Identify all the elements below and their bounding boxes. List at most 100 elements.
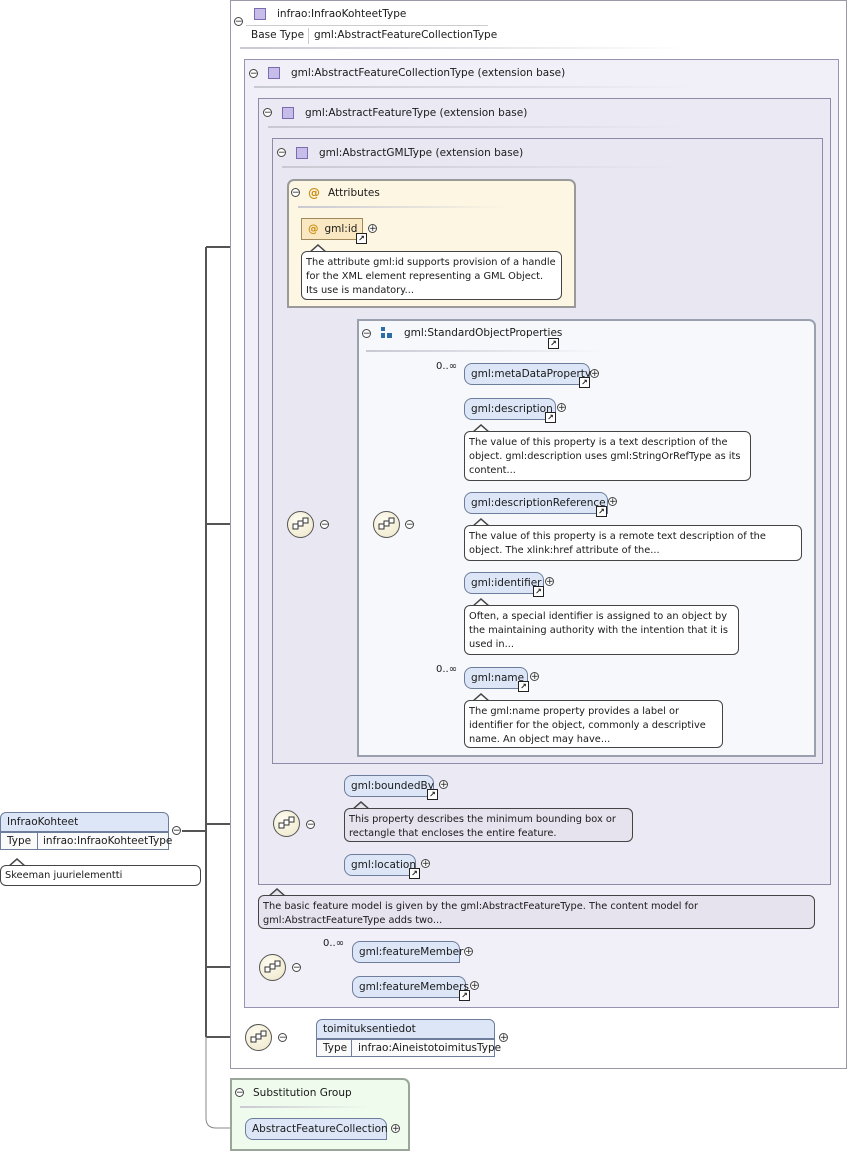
element-label: gml:featureMembers: [359, 981, 469, 993]
attribute-gml-id[interactable]: @ gml:id: [301, 218, 363, 240]
element-featuremembers[interactable]: gml:featureMembers: [352, 976, 469, 998]
element-toimituksentiedot[interactable]: toimituksentiedot: [316, 1019, 495, 1039]
element-label: gml:boundedBy: [351, 780, 434, 792]
collapse-root-icon[interactable]: −: [172, 826, 181, 836]
expand-icon[interactable]: +: [464, 947, 473, 957]
element-label: gml:featureMember: [359, 946, 464, 958]
element-identifier[interactable]: gml:identifier: [464, 572, 544, 594]
gml-id-doc: The attribute gml:id supports provision …: [301, 251, 562, 300]
element-label: gml:description: [471, 403, 553, 415]
collapse-attributes-icon[interactable]: −: [291, 188, 300, 198]
expand-icon[interactable]: +: [421, 859, 430, 869]
occurrence-label: 0..∞: [436, 664, 458, 675]
element-featuremember[interactable]: gml:featureMember: [352, 941, 464, 963]
expand-icon[interactable]: +: [530, 672, 539, 682]
boundedby-doc: This property describes the minimum boun…: [344, 808, 633, 842]
occurrence-label: 0..∞: [323, 938, 345, 949]
identifier-doc: Often, a special identifier is assigned …: [464, 605, 739, 655]
collapse-feature-sequence-icon[interactable]: −: [306, 820, 315, 830]
name-doc: The gml:name property provides a label o…: [464, 700, 723, 748]
type-name: infrao:InfraoKohteetType: [277, 8, 407, 20]
expand-icon[interactable]: +: [391, 1124, 400, 1134]
element-label: InfraoKohteet: [7, 816, 79, 828]
expand-icon[interactable]: +: [608, 497, 617, 507]
group-name: gml:StandardObjectProperties: [404, 327, 563, 339]
root-element-doc: Skeeman juurielementti: [0, 865, 201, 886]
collapse-group-sequence-icon[interactable]: −: [405, 520, 414, 530]
group-sequence-icon[interactable]: [373, 511, 400, 538]
link-icon[interactable]: ↗: [427, 789, 438, 800]
element-name[interactable]: gml:name: [464, 667, 528, 689]
ext2-title: gml:AbstractFeatureType (extension base): [305, 107, 528, 119]
expand-icon[interactable]: +: [368, 224, 377, 234]
ext1-type-icon: [268, 67, 280, 79]
link-icon[interactable]: ↗: [579, 377, 590, 388]
attributes-icon: @: [308, 186, 320, 200]
collapse-group-icon[interactable]: −: [362, 329, 371, 339]
element-descriptionreference[interactable]: gml:descriptionReference: [464, 492, 608, 514]
description-reference-doc: The value of this property is a remote t…: [464, 525, 802, 561]
complex-type-icon: [254, 8, 266, 20]
element-label: gml:identifier: [471, 577, 542, 589]
feature-type-doc: The basic feature model is given by the …: [258, 895, 815, 929]
element-label: toimituksentiedot: [323, 1023, 416, 1035]
link-icon[interactable]: ↗: [409, 868, 420, 879]
element-description[interactable]: gml:description: [464, 398, 556, 420]
expand-icon[interactable]: +: [499, 1033, 508, 1043]
description-doc: The value of this property is a text des…: [464, 431, 751, 481]
feature-sequence-icon[interactable]: [273, 810, 300, 837]
attributes-title: Attributes: [328, 187, 380, 199]
link-icon[interactable]: ↗: [533, 586, 544, 597]
expand-icon[interactable]: +: [470, 981, 479, 991]
expand-icon[interactable]: +: [557, 403, 566, 413]
collapse-toimitus-sequence-icon[interactable]: −: [278, 1033, 287, 1043]
element-label: gml:metaDataProperty: [471, 368, 592, 380]
element-abstractfeaturecollection[interactable]: AbstractFeatureCollection: [245, 1118, 388, 1140]
sequence-compositor-icon[interactable]: [287, 511, 314, 538]
base-type-label: Base Type: [251, 29, 305, 41]
collapse-type-icon[interactable]: −: [234, 17, 243, 27]
group-icon: [381, 327, 392, 338]
ext3-type-icon: [296, 147, 308, 159]
link-icon[interactable]: ↗: [356, 233, 367, 244]
expand-icon[interactable]: +: [545, 577, 554, 587]
element-label: gml:descriptionReference: [471, 497, 606, 509]
element-metadataproperty[interactable]: gml:metaDataProperty: [464, 363, 592, 385]
element-label: gml:location: [351, 859, 417, 871]
expand-icon[interactable]: +: [439, 780, 448, 790]
attribute-gml-id-label: gml:id: [324, 223, 358, 235]
root-element-infraokohteet[interactable]: InfraoKohteet: [0, 812, 169, 832]
group-link-icon[interactable]: ↗: [548, 338, 559, 349]
collapse-substitution-icon[interactable]: −: [235, 1088, 244, 1098]
occurrence-label: 0..∞: [436, 361, 458, 372]
link-icon[interactable]: ↗: [545, 412, 556, 423]
base-type-box: Base Type gml:AbstractFeatureCollectionT…: [246, 25, 497, 44]
root-type-value: infrao:InfraoKohteetType: [43, 835, 173, 847]
collapse-sequence-icon[interactable]: −: [320, 520, 329, 530]
link-icon[interactable]: ↗: [459, 990, 470, 1001]
ext2-type-icon: [282, 107, 294, 119]
toimitus-sequence-icon[interactable]: [245, 1024, 272, 1051]
base-type-value: gml:AbstractFeatureCollectionType: [314, 29, 498, 41]
attribute-icon: @: [308, 223, 319, 235]
ext1-title: gml:AbstractFeatureCollectionType (exten…: [291, 67, 566, 79]
expand-icon[interactable]: +: [590, 369, 599, 379]
collapse-collection-sequence-icon[interactable]: −: [292, 963, 301, 973]
toimitus-type-value: infrao:AineistotoimitusType: [358, 1042, 502, 1054]
collapse-ext1-icon[interactable]: −: [249, 69, 258, 79]
toimitus-type-label: Type: [323, 1042, 348, 1054]
element-location[interactable]: gml:location: [344, 854, 416, 876]
link-icon[interactable]: ↗: [596, 506, 607, 517]
ext3-title: gml:AbstractGMLType (extension base): [319, 147, 524, 159]
toimitus-type-box: Type infrao:AineistotoimitusType: [316, 1039, 501, 1057]
collapse-ext3-icon[interactable]: −: [277, 148, 286, 158]
collapse-ext2-icon[interactable]: −: [263, 108, 272, 118]
root-type-label: Type: [7, 835, 32, 847]
root-type-box: Type infrao:InfraoKohteetType: [0, 832, 173, 850]
element-label: gml:name: [471, 672, 525, 684]
element-label: AbstractFeatureCollection: [252, 1123, 388, 1135]
collection-sequence-icon[interactable]: [259, 954, 286, 981]
substitution-title: Substitution Group: [253, 1087, 352, 1099]
link-icon[interactable]: ↗: [518, 681, 529, 692]
element-boundedby[interactable]: gml:boundedBy: [344, 775, 434, 797]
